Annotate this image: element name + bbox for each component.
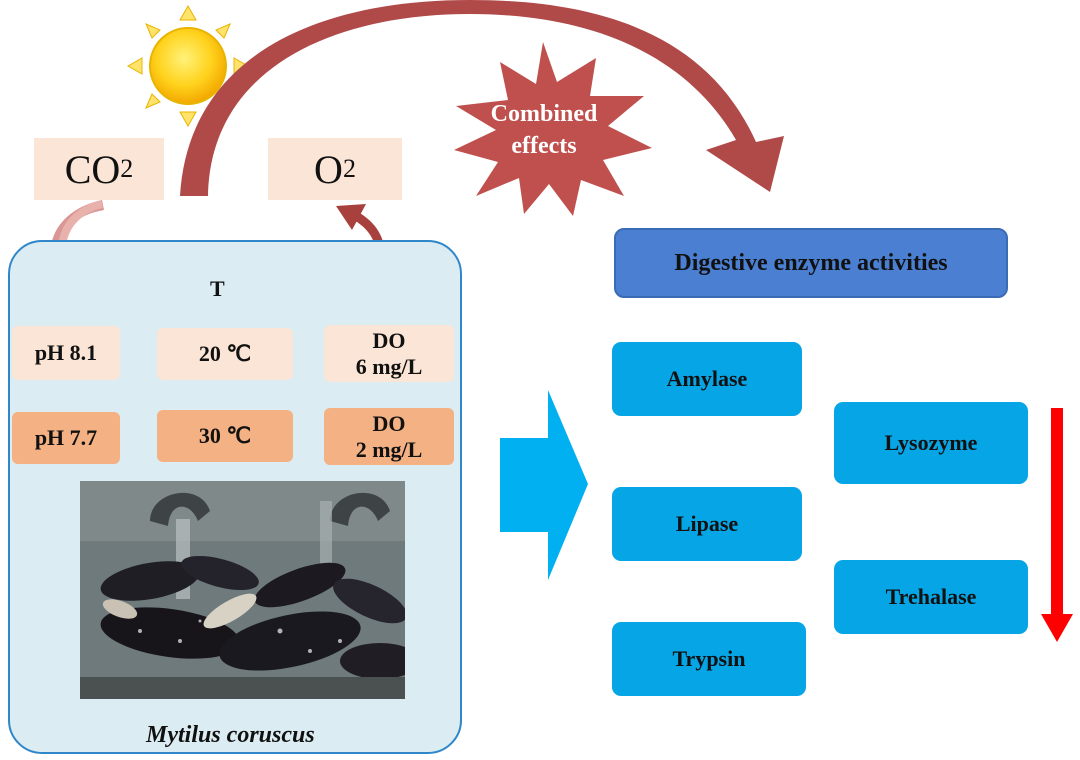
condition-do-6-line1: DO [373, 328, 406, 353]
mussel-illustration [80, 481, 405, 699]
condition-temp-30: 30 ℃ [157, 410, 293, 462]
condition-ph-8-1: pH 8.1 [12, 326, 120, 380]
enzyme-trehalase: Trehalase [834, 560, 1028, 634]
combined-effects-line2: effects [454, 130, 634, 162]
species-caption: Mytilus coruscus [146, 722, 315, 749]
condition-do-2-line1: DO [373, 411, 406, 436]
co2-base: CO [65, 146, 121, 193]
co2-subscript: 2 [120, 154, 133, 184]
enzyme-trypsin: Trypsin [612, 622, 806, 696]
condition-do-2: DO 2 mg/L [324, 408, 454, 465]
condition-do-2-line2: 2 mg/L [356, 437, 423, 462]
mussel-photo [80, 481, 405, 699]
condition-ph-7-7: pH 7.7 [12, 412, 120, 464]
o2-base: O [314, 146, 343, 193]
enzyme-lysozyme: Lysozyme [834, 402, 1028, 484]
enzyme-amylase: Amylase [612, 342, 802, 416]
big-right-arrow [500, 390, 588, 580]
combined-effects-line1: Combined [454, 98, 634, 130]
decrease-arrow [1041, 408, 1073, 642]
o2-subscript: 2 [343, 154, 356, 184]
temperature-header: T [210, 276, 225, 302]
enzyme-header: Digestive enzyme activities [614, 228, 1008, 298]
condition-temp-20: 20 ℃ [157, 328, 293, 380]
combined-effects-text: Combined effects [454, 98, 634, 162]
enzyme-lipase: Lipase [612, 487, 802, 561]
condition-do-6-line2: 6 mg/L [356, 354, 423, 379]
condition-do-6: DO 6 mg/L [324, 325, 454, 382]
